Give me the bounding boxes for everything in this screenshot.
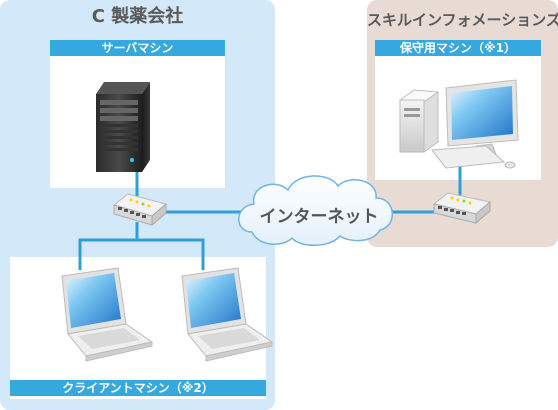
network-hub-icon <box>432 192 492 225</box>
maintenance-label: 保守用マシン（※1） <box>375 40 541 56</box>
server-label: サーバマシン <box>50 40 225 56</box>
tower-server-icon <box>96 82 150 172</box>
cloud-icon <box>238 175 394 246</box>
network-lines <box>78 165 462 270</box>
internet-label: インターネット <box>259 207 379 227</box>
network-hub-icon <box>112 193 168 227</box>
laptop-icon <box>181 267 274 362</box>
client-label: クライアントマシン（※2） <box>10 380 266 396</box>
laptop-icon <box>61 267 154 362</box>
desktop-pc-icon <box>398 79 519 169</box>
company-c-title: C 製薬会社 <box>91 6 184 27</box>
skill-information-title: スキルインフォメーションズ <box>367 11 558 29</box>
